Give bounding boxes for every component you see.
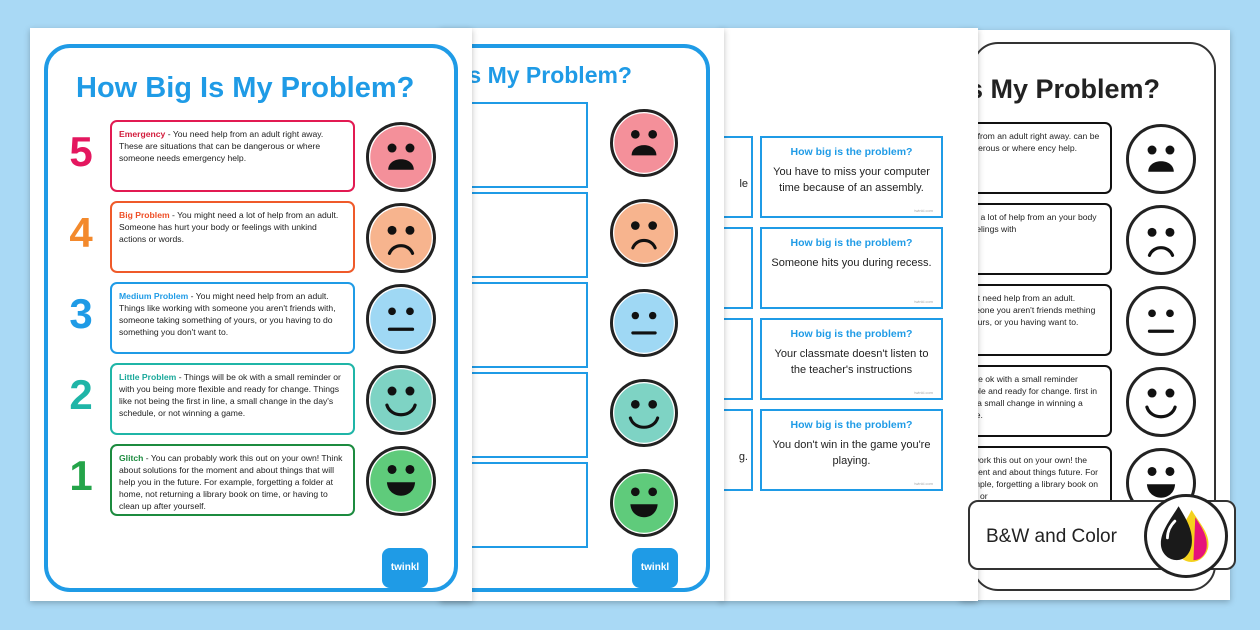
level-text: - You might need a lot of help from an a…: [119, 210, 339, 244]
bw-level-description: will be ok with a small reminder flexibl…: [960, 365, 1112, 437]
partial-problem-card[interactable]: le: [720, 136, 753, 218]
scared-bw-face-icon: [1126, 124, 1196, 194]
level-description: Big Problem - You might need a lot of he…: [110, 201, 355, 273]
partial-problem-card[interactable]: g.: [720, 409, 753, 491]
sad-bw-face-icon: [1126, 205, 1196, 275]
bw-title: s My Problem?: [968, 74, 1161, 104]
ink-drops-icon: [1144, 494, 1228, 578]
card-question: How big is the problem?: [790, 146, 913, 158]
scared-face-icon: [610, 109, 678, 177]
bw-level-description: might need help from an adult. someone y…: [960, 284, 1112, 356]
level-label: Little Problem: [119, 372, 177, 382]
card-question: How big is the problem?: [790, 328, 913, 340]
level-label: Medium Problem: [119, 291, 189, 301]
main-frame: [44, 44, 458, 592]
card-brand: twinkl.com: [914, 481, 933, 486]
level-text: - You might need help from an adult. Thi…: [119, 291, 336, 337]
card-answer: Someone hits you during recess.: [771, 257, 932, 269]
card-question: How big is the problem?: [790, 237, 913, 249]
main-title: How Big Is My Problem?: [76, 72, 415, 104]
problem-card[interactable]: How big is the problem? Your classmate do…: [760, 318, 943, 400]
neutral-face-icon: [610, 289, 678, 357]
scared-face-icon: [366, 122, 436, 192]
card-brand: twinkl.com: [914, 299, 933, 304]
level-description: Glitch - You can probably work this out …: [110, 444, 355, 516]
card-brand: twinkl.com: [914, 208, 933, 213]
level-number: 3: [69, 290, 93, 337]
level-number: 2: [69, 371, 93, 418]
level-number: 5: [69, 128, 93, 175]
bw-color-badge: B&W and Color: [968, 494, 1236, 578]
problem-card[interactable]: How big is the problem? Someone hits you …: [760, 227, 943, 309]
partial-problem-card[interactable]: [720, 318, 753, 400]
problem-card[interactable]: How big is the problem? You don't win in …: [760, 409, 943, 491]
sad-face-icon: [366, 203, 436, 273]
smile-face-icon: [366, 365, 436, 435]
twinkl-logo: twinkl: [632, 548, 678, 588]
neutral-face-icon: [366, 284, 436, 354]
main-sheet: How Big Is My Problem? 5 Emergency - You …: [30, 28, 472, 601]
sort-drop-box[interactable]: [470, 282, 588, 368]
sort-frame: [440, 44, 710, 592]
smile-face-icon: [610, 379, 678, 447]
card-brand: twinkl.com: [914, 390, 933, 395]
twinkl-logo: twinkl: [382, 548, 428, 588]
partial-problem-card[interactable]: [720, 227, 753, 309]
bw-level-description: help from an adult right away. can be da…: [960, 122, 1112, 194]
grin-face-icon: [610, 469, 678, 537]
level-label: Emergency: [119, 129, 166, 139]
sort-drop-box[interactable]: [470, 462, 588, 548]
card-question: How big is the problem?: [790, 419, 913, 431]
level-description: Emergency - You need help from an adult …: [110, 120, 355, 192]
neutral-bw-face-icon: [1126, 286, 1196, 356]
level-number: 4: [69, 209, 93, 256]
sort-drop-box[interactable]: [470, 372, 588, 458]
grin-face-icon: [366, 446, 436, 516]
card-answer: You have to miss your computer time beca…: [773, 166, 930, 194]
level-text: - Things will be ok with a small reminde…: [119, 372, 341, 418]
sort-drop-box[interactable]: [470, 102, 588, 188]
card-answer: Your classmate doesn't listen to the tea…: [774, 348, 929, 376]
level-description: Medium Problem - You might need help fro…: [110, 282, 355, 354]
badge-label: B&W and Color: [986, 526, 1117, 547]
problem-card[interactable]: How big is the problem? You have to miss …: [760, 136, 943, 218]
sort-drop-box[interactable]: [470, 192, 588, 278]
level-description: Little Problem - Things will be ok with …: [110, 363, 355, 435]
cards-sheet: le g. How big is the problem? You have to …: [720, 28, 978, 601]
card-answer: You don't win in the game you're playing…: [772, 439, 931, 467]
level-text: - You can probably work this out on your…: [119, 453, 343, 511]
level-label: Big Problem: [119, 210, 170, 220]
partial-card-text: g.: [738, 451, 748, 463]
sad-face-icon: [610, 199, 678, 267]
level-text: - You need help from an adult right away…: [119, 129, 324, 163]
level-number: 1: [69, 452, 93, 499]
bw-level-description: need a lot of help from an your body or …: [960, 203, 1112, 275]
partial-card-text: le: [739, 178, 748, 190]
level-label: Glitch: [119, 453, 144, 463]
sort-title: Is My Problem?: [462, 62, 632, 88]
smile-bw-face-icon: [1126, 367, 1196, 437]
sort-sheet: Is My Problem? twinkl: [440, 28, 724, 601]
